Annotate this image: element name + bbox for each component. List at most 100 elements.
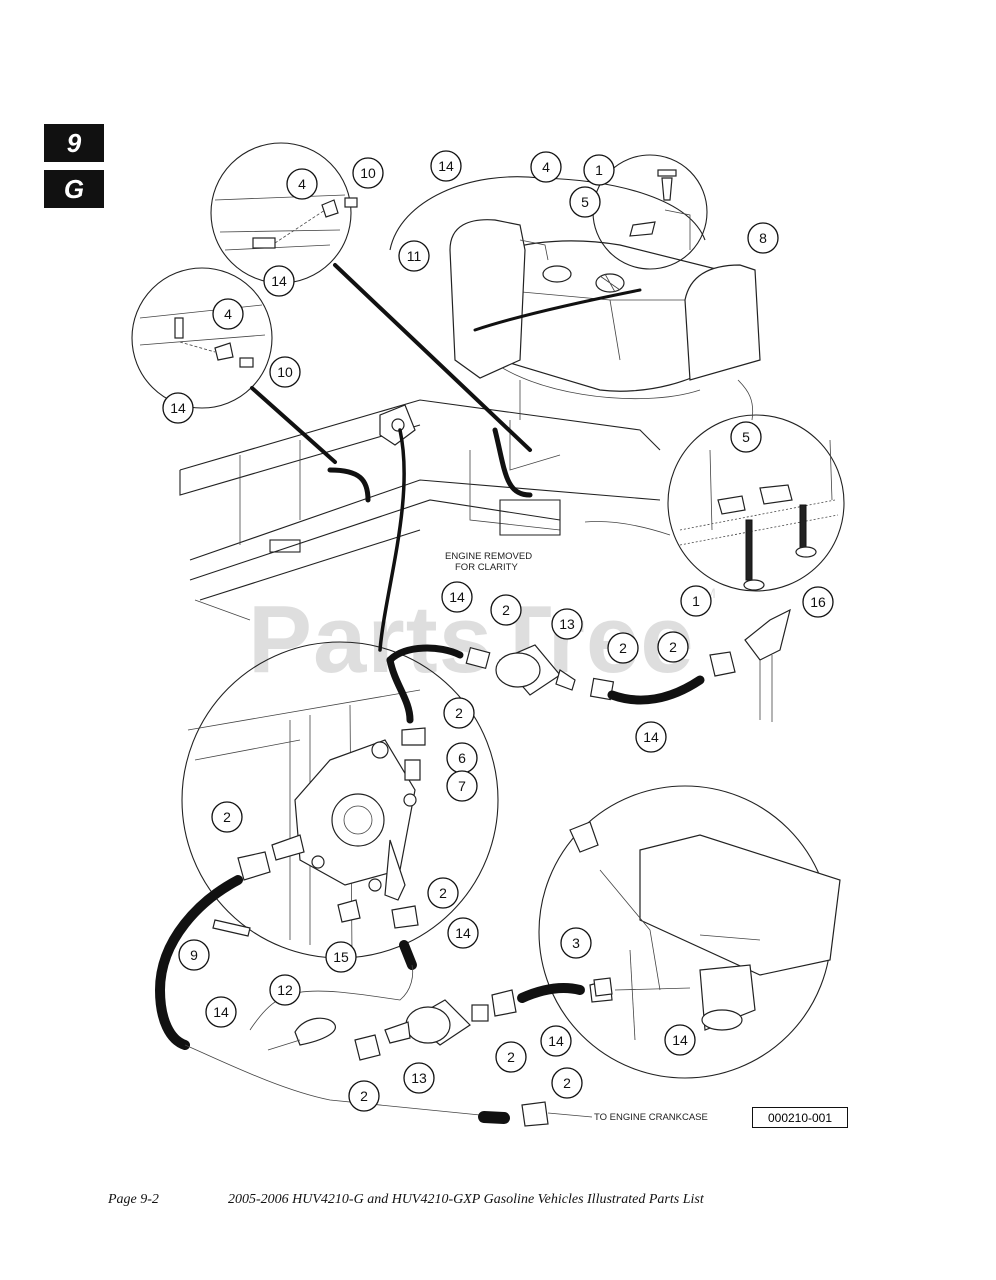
callout-15: 15 [325,941,357,973]
tank-strap-left [449,219,526,379]
frame-fuel-pump [379,404,416,446]
tank-outlet-fitting [744,608,791,722]
callout-4: 4 [530,151,562,183]
callout-label: 14 [672,1032,688,1048]
callout-balloon [635,721,667,753]
callout-10: 10 [352,157,384,189]
inline-fuel-filter-bottom [384,999,489,1046]
callout-9: 9 [178,939,210,971]
callout-label: 14 [438,158,454,174]
callout-label: 14 [170,400,186,416]
callout-label: 2 [563,1075,571,1091]
hose-stub-pump [399,940,417,970]
clamp-top-right [709,651,736,677]
detail-circle-pump [181,641,499,959]
callout-balloon [583,154,615,186]
callout-label: 14 [271,273,287,289]
callout-balloon [403,1062,435,1094]
callout-label: 12 [277,982,293,998]
arrow-line-b [250,386,337,464]
callout-balloon [211,801,243,833]
inline-fuel-filter-top [465,644,615,701]
callout-4: 4 [212,298,244,330]
callout-14: 14 [635,721,667,753]
callout-label: 6 [458,750,466,766]
callout-5: 5 [730,421,762,453]
callout-balloon [680,585,712,617]
callout-14: 14 [664,1024,696,1056]
callout-14: 14 [430,150,462,182]
callout-balloon [443,697,475,729]
callout-6: 6 [446,742,478,774]
callout-label: 3 [572,935,580,951]
callout-label: 10 [360,165,376,181]
callout-14: 14 [441,581,473,613]
callout-label: 2 [619,640,627,656]
callout-label: 4 [298,176,306,192]
callout-balloon [398,240,430,272]
callout-16: 16 [802,586,834,618]
section-tab-letter: G [44,170,104,208]
callout-3: 3 [560,927,592,959]
callout-13: 13 [551,608,583,640]
callout-label: 13 [559,616,575,632]
arrow-line-d [584,521,671,536]
drawing-number: 000210-001 [752,1107,848,1128]
callout-2: 2 [607,632,639,664]
callout-2: 2 [551,1067,583,1099]
chassis-frame [179,380,661,621]
callout-balloon [495,1041,527,1073]
callout-balloon [802,586,834,618]
callout-balloon [551,608,583,640]
clamp-crankcase [521,1101,549,1127]
section-tab-number: 9 [44,124,104,162]
callout-label: 14 [213,1004,229,1020]
callout-balloon [540,1025,572,1057]
callout-2: 2 [211,801,243,833]
callout-label: 14 [643,729,659,745]
callout-2: 2 [490,594,522,626]
callout-13: 13 [403,1062,435,1094]
callout-label: 5 [742,429,750,445]
hose-upper-b [386,656,414,724]
callout-balloon [269,356,301,388]
pump-feed-line [378,428,406,652]
frame-hose [327,467,371,503]
callout-balloon [162,392,194,424]
callout-balloon [569,186,601,218]
callout-4: 4 [286,168,318,200]
callout-balloon [730,421,762,453]
callout-balloon [427,877,459,909]
hose-bottom-right [517,983,585,1003]
arrow-line-e [737,379,754,421]
footer-page: Page 9-2 [108,1192,159,1207]
clamp-lower-left [237,851,271,881]
callout-2: 2 [495,1041,527,1073]
bolt-9 [212,919,251,937]
arrow-line-a [333,263,532,452]
callout-balloon [441,581,473,613]
frame-hose-right [492,427,533,498]
detail-circle-right [667,414,845,592]
detail-circle-engine [538,785,841,1079]
callout-balloon [205,996,237,1028]
callout-11: 11 [398,240,430,272]
callout-balloon [560,927,592,959]
callout-2: 2 [657,631,689,663]
callout-balloon [178,939,210,971]
callout-balloon [430,150,462,182]
hose-top-right [607,675,705,705]
callout-label: 2 [439,885,447,901]
callout-2: 2 [348,1080,380,1112]
note-engine-removed-2: FOR CLARITY [455,562,518,573]
callout-label: 2 [669,639,677,655]
callout-label: 9 [190,947,198,963]
callout-balloon [747,222,779,254]
crankcase-hose [478,1111,510,1124]
footer-title: 2005-2006 HUV4210-G and HUV4210-GXP Gaso… [228,1192,704,1207]
clamp-bottom-b [491,989,517,1017]
callout-14: 14 [540,1025,572,1057]
callout-balloon [551,1067,583,1099]
callout-balloon [352,157,384,189]
arrow-line-c [473,288,642,332]
